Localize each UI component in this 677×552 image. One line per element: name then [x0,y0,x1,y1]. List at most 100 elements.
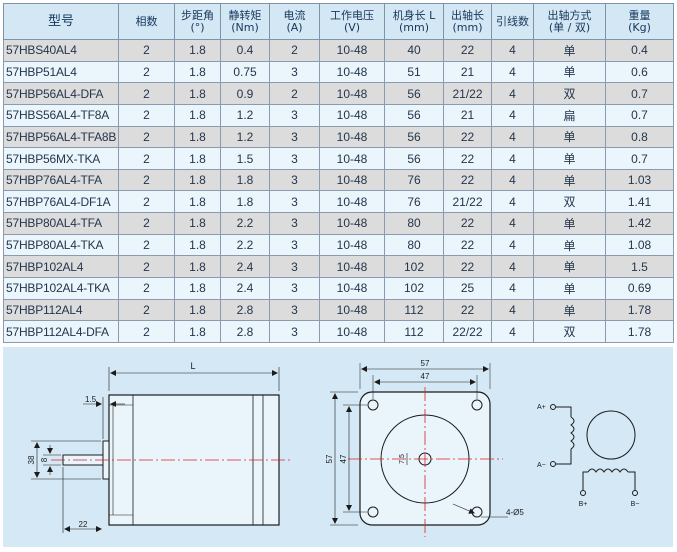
table-cell: 1.8 [174,147,221,170]
width-label: 57 [421,359,430,368]
table-cell: 10-48 [319,255,385,279]
table-cell: 4 [491,277,534,300]
table-cell: 2 [269,39,320,62]
table-cell: 1.8 [174,320,221,343]
table-cell: 22 [443,39,492,62]
table-cell: 双 [533,320,606,343]
table-cell: 双 [533,82,606,105]
table-cell: 4 [491,233,534,257]
table-cell: 4 [491,212,534,235]
table-cell: 2.4 [220,277,270,300]
model-cell: 57HBP112AL4-DFA [3,320,119,343]
table-cell: 112 [384,320,444,343]
table-cell: 2 [118,233,175,257]
table-cell: 22 [443,125,492,149]
table-cell: 扁 [533,103,606,127]
column-header: 静转矩(Nm) [220,3,270,40]
shaft-flat-label: 7.5 [399,454,406,464]
table-cell: 4 [491,147,534,170]
table-cell: 21 [443,60,492,84]
table-cell: 22 [443,298,492,322]
table-cell: 1.03 [605,168,674,192]
table-cell: 0.6 [605,60,674,84]
length-label: L [190,361,195,371]
table-cell: 22 [443,233,492,257]
table-cell: 2 [118,212,175,235]
wire-a-minus: A− [537,462,546,469]
holes-label: 4-Ø5 [506,508,524,517]
wire-b-plus: B+ [579,501,588,508]
table-cell: 3 [269,212,320,235]
mount-hole [471,399,483,411]
table-cell: 22 [443,255,492,279]
model-cell: 57HBS56AL4-TF8A [3,103,119,127]
table-cell: 0.4 [605,39,674,62]
boss-dia-label: 38 [27,455,36,464]
table-cell: 25 [443,277,492,300]
model-cell: 57HBP76AL4-TFA [3,168,119,192]
table-cell: 2 [118,103,175,127]
table-cell: 单 [533,147,606,170]
table-cell: 1.2 [220,125,270,149]
table-cell: 2 [118,277,175,300]
table-cell: 1.8 [220,190,270,214]
column-header: 工作电压(V) [319,3,385,40]
column-header: 机身长 L(mm) [384,3,444,40]
table-cell: 3 [269,277,320,300]
table-cell: 3 [269,60,320,84]
table-cell: 2 [118,82,175,105]
table-cell: 单 [533,60,606,84]
table-cell: 21/22 [443,190,492,214]
table-cell: 3 [269,255,320,279]
table-cell: 21/22 [443,82,492,105]
table-cell: 4 [491,125,534,149]
table-cell: 0.69 [605,277,674,300]
table-cell: 3 [269,168,320,192]
table-cell: 0.7 [605,103,674,127]
table-cell: 1.08 [605,233,674,257]
table-cell: 0.75 [220,60,270,84]
table-cell: 2 [118,60,175,84]
table-cell: 2.8 [220,298,270,322]
table-cell: 0.7 [605,82,674,105]
table-cell: 10-48 [319,168,385,192]
table-cell: 1.8 [174,190,221,214]
table-cell: 56 [384,103,444,127]
table-cell: 10-48 [319,60,385,84]
table-cell: 10-48 [319,320,385,343]
table-cell: 4 [491,320,534,343]
table-cell: 2 [118,255,175,279]
table-cell: 2 [269,82,320,105]
table-cell: 1.5 [605,255,674,279]
table-cell: 单 [533,255,606,279]
table-cell: 单 [533,277,606,300]
table-cell: 1.8 [174,125,221,149]
table-cell: 1.8 [174,39,221,62]
front-view: 57 47 57 47 7.5 4-Ø5 [325,359,524,537]
table-cell: 2 [118,168,175,192]
table-cell: 3 [269,190,320,214]
model-cell: 57HBP80AL4-TFA [3,212,119,235]
table-cell: 2.8 [220,320,270,343]
table-cell: 56 [384,147,444,170]
table-cell: 0.9 [220,82,270,105]
model-cell: 57HBS40AL4 [3,39,119,62]
hole-spacing-label: 47 [421,372,430,381]
model-cell: 57HBP76AL4-DF1A [3,190,119,214]
model-cell: 57HBP56AL4-TFA8B [3,125,119,149]
table-cell: 2 [118,298,175,322]
column-header: 重量(Kg) [605,3,674,40]
model-cell: 57HBP80AL4-TKA [3,233,119,257]
table-cell: 1.78 [605,320,674,343]
height-label: 57 [325,454,334,463]
table-cell: 4 [491,60,534,84]
table-cell: 1.8 [174,255,221,279]
